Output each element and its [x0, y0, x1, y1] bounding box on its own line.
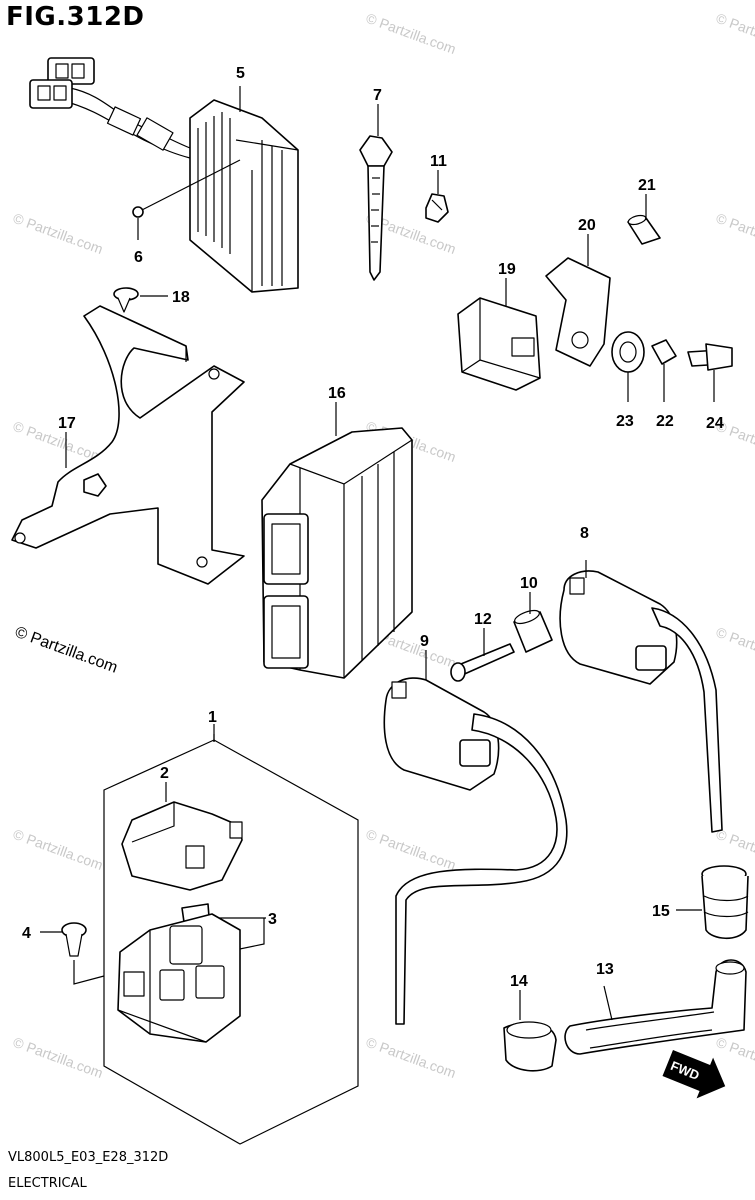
cap-part	[676, 865, 749, 940]
bolt-part	[687, 343, 733, 402]
callout-16: 16	[328, 385, 346, 402]
figure-name: ELECTRICAL	[8, 1176, 87, 1191]
screw-part	[113, 287, 168, 313]
relay-part	[457, 278, 541, 391]
callout-3: 3	[268, 911, 277, 928]
callout-13: 13	[596, 961, 614, 978]
watermark-text: © Partzilla.com	[364, 10, 458, 57]
callout-17: 17	[58, 415, 76, 432]
watermark-text: © Partzilla.com	[11, 210, 105, 257]
figure-title: FIG.312D	[6, 2, 145, 32]
watermark-text: © Partzilla.com	[714, 1034, 755, 1081]
callout-6: 6	[134, 249, 143, 266]
watermark-text: © Partzilla.com	[11, 1034, 105, 1081]
bracket-part	[545, 234, 611, 367]
callout-12: 12	[474, 611, 492, 628]
callout-11: 11	[430, 153, 447, 170]
ecm-part	[261, 402, 413, 679]
callout-22: 22	[656, 413, 674, 430]
collar-part	[627, 194, 661, 245]
plug-cap-part	[564, 959, 747, 1055]
callout-4: 4	[22, 925, 31, 942]
figure-code: VL800L5_E03_E28_312D	[8, 1150, 169, 1165]
seal-part	[503, 990, 557, 1072]
callout-1: 1	[208, 709, 217, 726]
callout-24: 24	[706, 415, 724, 432]
collar-part	[513, 592, 553, 653]
callout-9: 9	[420, 633, 429, 650]
callout-20: 20	[578, 217, 596, 234]
fuse-box-assembly	[40, 724, 359, 1145]
bolt-part	[450, 628, 515, 682]
watermark-text: © Partzilla.com	[364, 1034, 458, 1081]
watermark-text: © Partzilla.com	[714, 624, 755, 671]
grommet-part	[611, 331, 645, 402]
watermark-text: © Partzilla.com	[11, 826, 105, 873]
callout-18: 18	[172, 289, 190, 306]
callout-2: 2	[160, 765, 169, 782]
callout-labels: 5 6 7 11 21 20 19 18 23 22 24 16 17 8 10…	[22, 65, 724, 990]
fwd-direction-badge: FWD	[662, 1050, 726, 1099]
callout-8: 8	[580, 525, 589, 542]
callout-23: 23	[616, 413, 634, 430]
watermark-text: © Partzilla.com	[714, 210, 755, 257]
callout-15: 15	[652, 903, 670, 920]
clip-part	[425, 170, 449, 223]
callout-21: 21	[638, 177, 656, 194]
cable-tie-part	[359, 104, 393, 281]
callout-5: 5	[236, 65, 245, 82]
ecm-bracket-part	[11, 305, 245, 585]
callout-19: 19	[498, 261, 516, 278]
watermark-main: © Partzilla.com	[13, 624, 120, 677]
watermark-text: © Partzilla.com	[714, 10, 755, 57]
ignition-coil-part	[383, 650, 568, 1025]
watermark-text: © Partzilla.com	[364, 826, 458, 873]
ignition-coil-part	[559, 560, 723, 833]
callout-14: 14	[510, 973, 528, 990]
callout-7: 7	[373, 87, 382, 104]
collar-part	[651, 339, 677, 402]
callout-10: 10	[520, 575, 538, 592]
regulator-rectifier-part	[29, 57, 299, 293]
